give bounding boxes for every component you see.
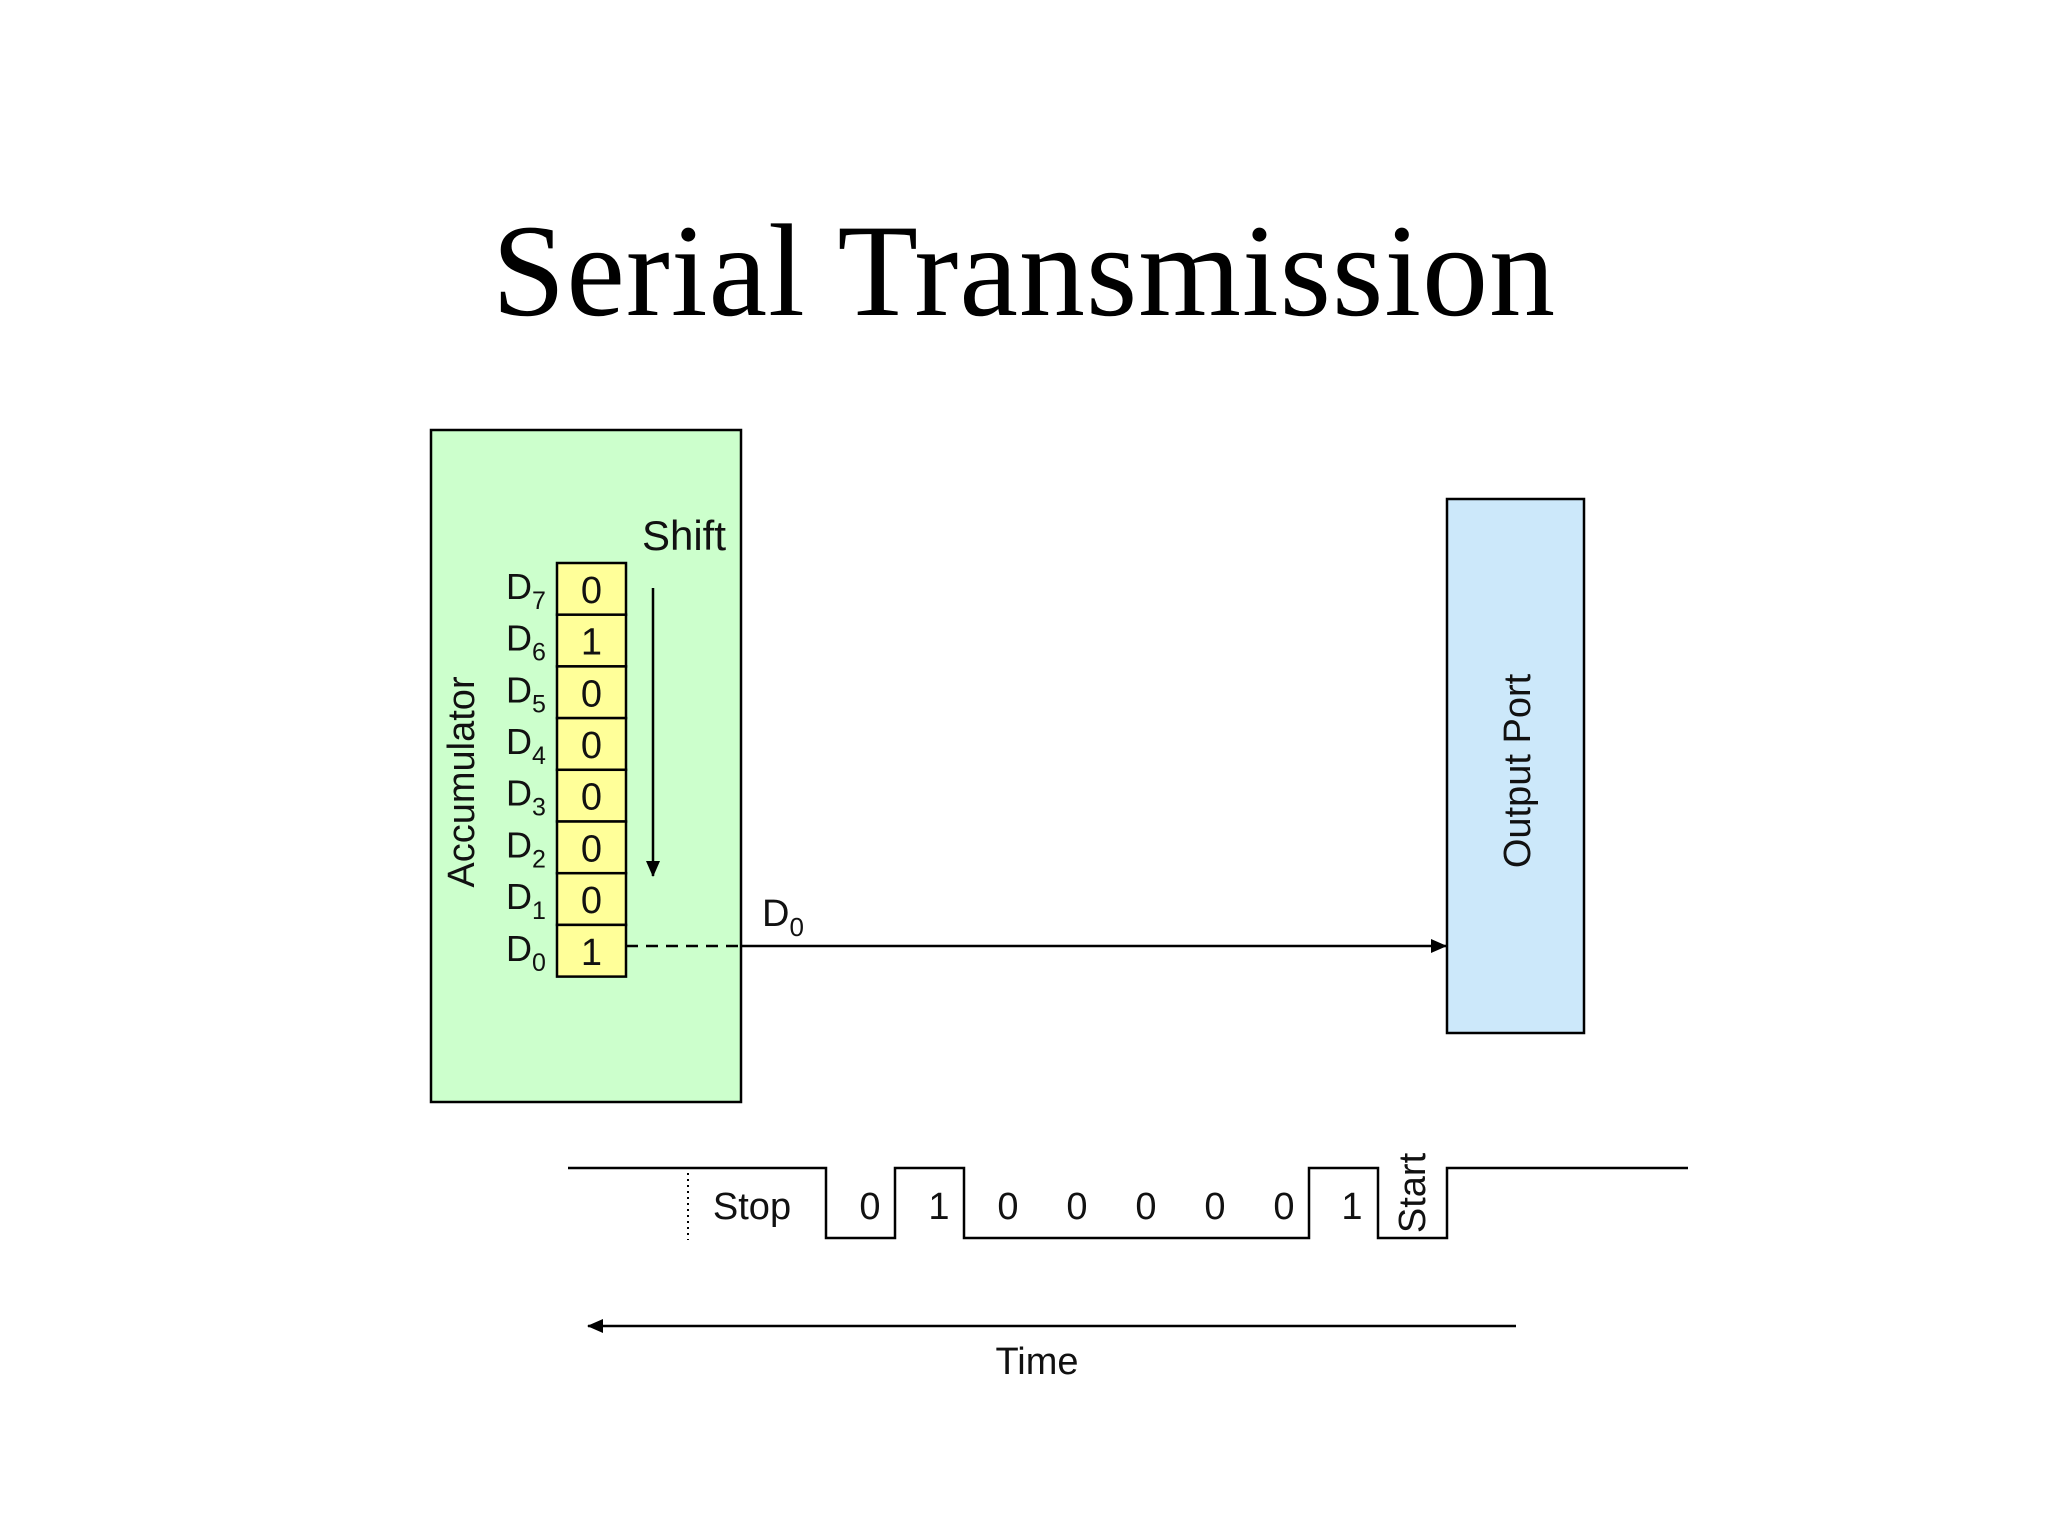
waveform-bit-label: 0 [1135,1186,1156,1228]
register-cell [555,768,628,823]
transmission-line-label: D0 [762,893,804,942]
register-bit-label: D0 [506,928,546,977]
register-bit-row: 0 D1 [506,871,628,927]
shift-label: Shift [642,512,726,559]
waveform-bit-label: 0 [1273,1186,1294,1228]
serial-waveform [568,1166,1688,1240]
register-bit-label: D5 [506,669,546,718]
register-bit-label: D4 [506,721,546,770]
register-bit-value: 0 [581,828,602,870]
waveform-bit-label: 0 [1204,1186,1225,1228]
waveform-bit-label: 0 [997,1186,1018,1228]
register-bit-value: 1 [581,622,602,664]
register-cell [555,871,628,927]
register-cell [555,820,628,875]
register-bit-label: D1 [506,876,546,925]
output-port-box [1445,497,1586,1035]
register-bit-value: 0 [581,777,602,819]
register-bit-row: 0 D4 [506,716,628,772]
register-bit-value: 0 [581,880,602,922]
register-bit-label: D7 [506,566,546,615]
register-bit-row: 1 D0 [506,923,628,978]
stop-label: Stop [713,1186,791,1228]
register-cell [555,923,628,978]
time-label: Time [995,1341,1078,1383]
transmission-line-label-sub: 0 [789,912,803,942]
waveform-bits: 0 1 0 0 0 0 0 1 [859,1186,1362,1228]
register-bit-row: 1 D6 [506,613,628,668]
register-bit-value: 0 [581,725,602,767]
register-bit-label: D3 [506,773,546,822]
register-bit-row: 0 D2 [506,820,628,875]
register-cell [555,665,628,720]
waveform-bit-label: 1 [1341,1186,1362,1228]
start-label: Start [1392,1152,1434,1233]
slide-title: Serial Transmission [491,197,1557,344]
register-bit-value: 0 [581,673,602,715]
accumulator-label: Accumulator [441,676,483,888]
waveform-bit-label: 1 [928,1186,949,1228]
register-bit-value: 0 [581,570,602,612]
register-bit-label: D2 [506,824,546,873]
waveform-bit-label: 0 [1066,1186,1087,1228]
register-bit-value: 1 [581,932,602,974]
register-bit-row: 0 D3 [506,768,628,823]
waveform-bit-label: 0 [859,1186,880,1228]
output-port-label: Output Port [1497,673,1539,868]
register-bit-label: D6 [506,618,546,667]
transmission-line-label-name: D [762,893,789,935]
register-bit-row: 0 D5 [506,665,628,720]
